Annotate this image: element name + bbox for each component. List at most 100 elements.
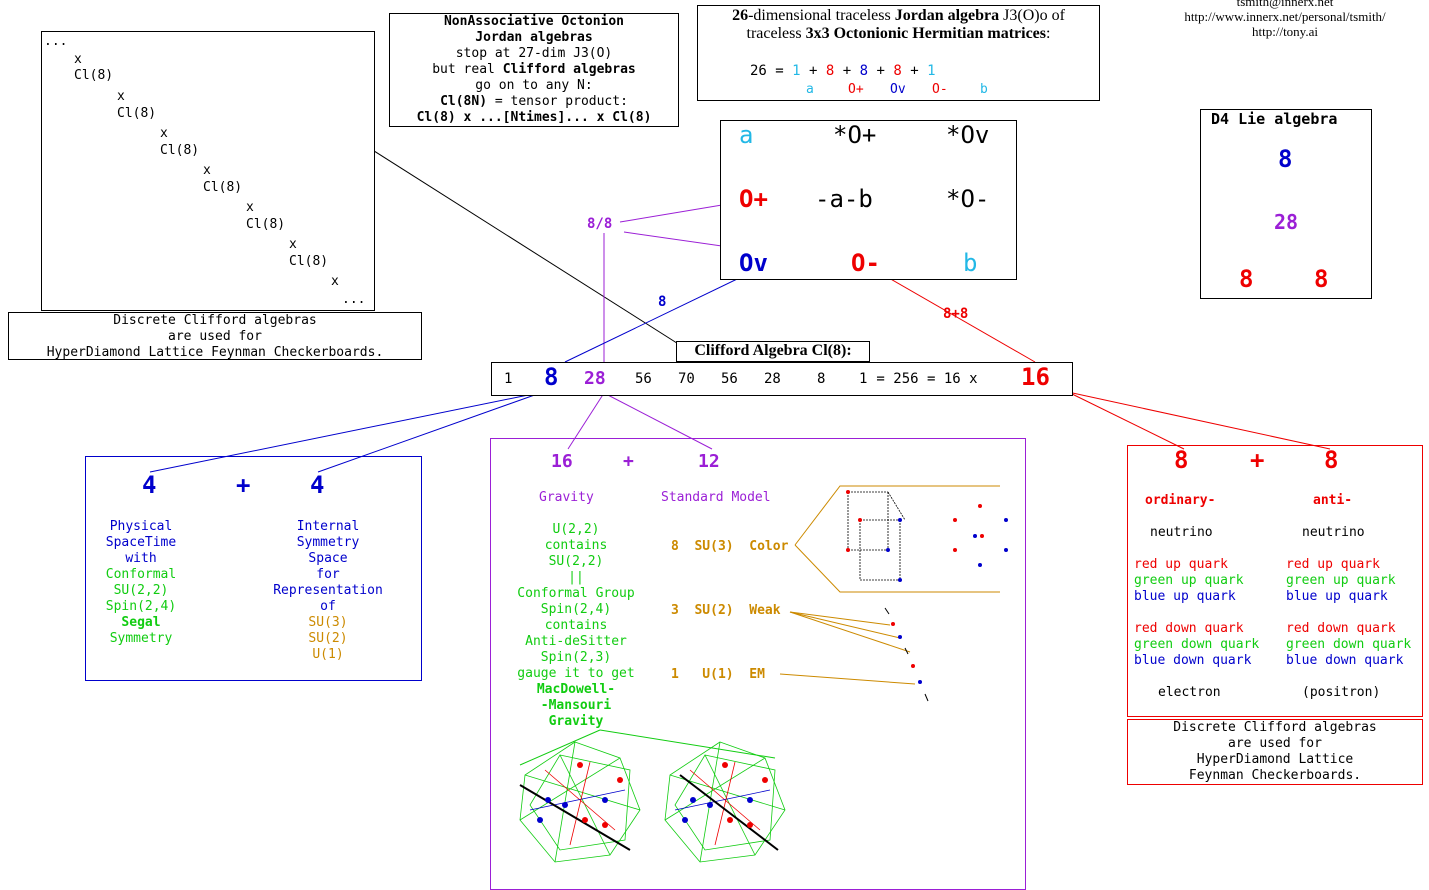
cl8-tower-box: ... x Cl(8) x Cl(8) x Cl(8) x Cl(8) x Cl… <box>41 31 375 311</box>
d4-lie-algebra-box: D4 Lie algebra 8 28 8 8 <box>1200 109 1372 299</box>
matrix-ov: Ov <box>739 249 768 277</box>
bivector-16: 16 <box>551 451 573 472</box>
grade-4: 70 <box>678 371 695 387</box>
su3-color-diagram <box>847 491 906 581</box>
spinor-left-8: 8 <box>1174 446 1189 474</box>
matrix-diag: -a-b <box>815 185 873 213</box>
nonassociative-box: NonAssociative Octonion Jordan algebras … <box>389 13 679 127</box>
tower-cl8: Cl(8) <box>289 254 329 269</box>
note-line: are used for <box>1228 736 1322 751</box>
grade-1: 8 <box>544 363 559 391</box>
grade-5: 56 <box>721 371 738 387</box>
matrix-o-plus-conj: *O+ <box>833 121 877 149</box>
grade-7: 8 <box>817 371 826 387</box>
sub-o-plus: O+ <box>848 82 864 97</box>
tower-cl8: Cl(8) <box>74 68 114 83</box>
nonassoc-line: Cl(8) x ...[Ntimes]... x Cl(8) <box>416 110 652 125</box>
tower-cl8: Cl(8) <box>117 106 157 121</box>
internal-symmetry-column: Internal Symmetry Space for Representati… <box>273 519 383 662</box>
sub-a: a <box>806 82 814 97</box>
clifford-graded-box: 1 8 28 56 70 56 28 8 1 = 256 = 16 x 16 <box>491 362 1073 396</box>
label-8-slash-8: 8/8 <box>587 216 613 232</box>
vector-left-4: 4 <box>142 471 157 499</box>
note-line: Feynman Checkerboards. <box>1188 768 1362 783</box>
spinor-box: 8 + 8 ordinary- anti- neutrino red up qu… <box>1127 445 1423 717</box>
vector-right-4: 4 <box>310 471 325 499</box>
tower-x: x <box>117 89 125 104</box>
tower-cl8: Cl(8) <box>160 143 200 158</box>
vector-box: 4 + 4 Physical SpaceTime with Conformal … <box>85 456 422 681</box>
sm-su3-color: 8 SU(3) Color <box>671 539 789 554</box>
author-email: tsmith@innerx.net <box>1236 0 1334 9</box>
antiparticle-column: neutrino red up quark green up quark blu… <box>1286 525 1412 700</box>
nonassoc-line: go on to any N: <box>475 78 593 93</box>
matrix-ov-conj: *Ov <box>946 121 990 149</box>
gravity-title: Gravity <box>539 490 594 505</box>
gravity-column: U(2,2) contains SU(2,2) || Conformal Gro… <box>517 522 635 729</box>
sub-ov: Ov <box>890 82 906 97</box>
sm-connectors <box>779 485 1000 685</box>
jordan-title: 26-dimensional traceless Jordan algebra … <box>732 7 1065 42</box>
gravity-connectors <box>519 729 776 766</box>
spinor-plus: + <box>1250 446 1265 474</box>
author-url[interactable]: http://www.innerx.net/personal/tsmith/ <box>1184 9 1386 24</box>
weak-em-points <box>884 607 929 702</box>
jordan-algebra-box: 26-dimensional traceless Jordan algebra … <box>697 5 1100 101</box>
matrix-o-plus: O+ <box>739 185 768 213</box>
anti-heading: anti- <box>1313 493 1353 508</box>
sub-o-minus: O- <box>932 82 948 97</box>
d4-top-8: 8 <box>1278 145 1293 173</box>
grade-3: 56 <box>635 371 652 387</box>
vector-plus: + <box>236 471 251 499</box>
grade-spinor-16: 16 <box>1021 363 1050 391</box>
note-line: Discrete Clifford algebras <box>113 313 317 328</box>
bivector-plus: + <box>623 451 634 472</box>
jordan-equation: 26 = 1 + 8 + 8 + 8 + 1 <box>750 63 936 79</box>
standard-model-title: Standard Model <box>661 490 771 505</box>
discrete-clifford-note-left: Discrete Clifford algebras are used for … <box>8 312 422 360</box>
author-header: tsmith@innerx.net http://www.innerx.net/… <box>1150 0 1420 39</box>
note-line: are used for <box>168 329 262 344</box>
particle-column: neutrino red up quark green up quark blu… <box>1134 525 1260 700</box>
grade-0: 1 <box>504 371 513 387</box>
note-line: HyperDiamond Lattice <box>1196 752 1354 767</box>
tower-dots-bottom: ... <box>342 292 366 307</box>
clifford-algebra-title: Clifford Algebra Cl(8): <box>676 341 870 362</box>
color-points <box>846 490 1008 582</box>
label-blue-8: 8 <box>658 294 667 310</box>
tower-x: x <box>160 126 168 141</box>
sub-b: b <box>980 82 988 97</box>
tower-dots-top: ... <box>44 34 68 49</box>
nonassoc-title: NonAssociative Octonion <box>443 14 624 29</box>
tower-x: x <box>74 52 82 67</box>
bivector-box: 16 + 12 Gravity Standard Model U(2,2) co… <box>490 438 1026 890</box>
tower-x: x <box>203 163 211 178</box>
grade-8: 1 <box>859 371 868 387</box>
tower-cl8: Cl(8) <box>203 180 243 195</box>
note-line: Discrete Clifford algebras <box>1173 720 1377 735</box>
polytope-left <box>519 741 641 863</box>
spacetime-column: Physical SpaceTime with Conformal SU(2,2… <box>105 519 177 646</box>
nonassoc-subtitle: Jordan algebras <box>475 30 593 45</box>
d4-title: D4 Lie algebra <box>1211 110 1338 128</box>
matrix-o-minus-conj: *O- <box>946 185 990 213</box>
grade-6: 28 <box>764 371 781 387</box>
sm-su2-weak: 3 SU(2) Weak <box>671 603 781 618</box>
tower-x: x <box>331 274 339 289</box>
polytope-right <box>664 741 786 863</box>
blue-connectors <box>149 267 761 473</box>
matrix-b: b <box>963 249 978 277</box>
label-8-plus-8: 8+8 <box>943 306 969 322</box>
tower-x: x <box>289 237 297 252</box>
octonion-matrix-box: a *O+ *Ov O+ -a-b *O- Ov O- b <box>720 120 1017 280</box>
grade-2: 28 <box>584 368 606 389</box>
matrix-a: a <box>739 121 754 149</box>
d4-center-28: 28 <box>1274 210 1299 234</box>
d4-right-8: 8 <box>1314 265 1329 293</box>
nonassoc-line: stop at 27-dim J3(O) <box>455 46 613 61</box>
spinor-right-8: 8 <box>1324 446 1339 474</box>
nonassoc-line: Cl(8N) = tensor product: <box>440 94 628 109</box>
discrete-clifford-note-right: Discrete Clifford algebras are used for … <box>1127 719 1423 785</box>
author-url-2[interactable]: http://tony.ai <box>1252 24 1318 39</box>
ordinary-heading: ordinary- <box>1145 493 1216 508</box>
